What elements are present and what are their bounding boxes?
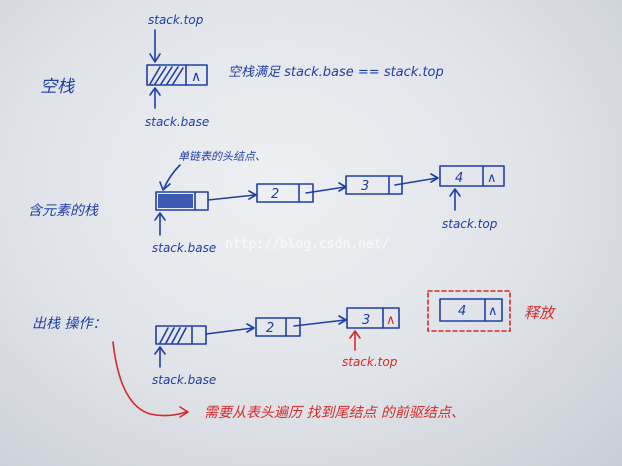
section3-red-curve-head (179, 406, 189, 418)
section2-link-1 (207, 194, 256, 201)
section3-released-note: 释放 (524, 304, 556, 322)
section2-base-arrow-head (154, 212, 166, 221)
section1-top-label: stack.top (148, 13, 204, 27)
section2-node-4 (439, 165, 505, 187)
section2-top-arrow-head (449, 188, 461, 197)
section3-head-node (155, 325, 207, 345)
section2-label: 含元素的栈 (28, 203, 99, 219)
section2-link-1-head (248, 190, 257, 200)
section2-head-node (155, 191, 209, 211)
section2-top-label: stack.top (442, 217, 498, 231)
section3-link-1-head (246, 323, 255, 333)
section3-node-3 (346, 307, 400, 329)
section1-base-label: stack.base (145, 115, 209, 129)
section3-red-curve (112, 341, 187, 417)
section3-top-label: stack.top (342, 355, 398, 369)
section2-node-2-value: 2 (271, 187, 279, 202)
section2-head-note: 单链表的头结点、 (178, 150, 266, 163)
section3-released-node (439, 298, 503, 322)
section3-base-label: stack.base (152, 373, 216, 387)
section3-node-2-value: 2 (266, 321, 274, 336)
section2-note-pointer-head (159, 181, 171, 191)
section3-node-3-value: 3 (362, 313, 370, 328)
section3-link-1 (205, 327, 254, 335)
section3-null-mark: ∧ (386, 313, 396, 328)
section3-released-null: ∧ (488, 304, 498, 319)
section3-released-frame (427, 290, 511, 332)
section3-link-2 (293, 319, 346, 327)
section1-top-arrow-head (149, 53, 161, 63)
section3-bottom-note: 需要从表头遍历 找到尾结点 的前驱结点、 (204, 405, 465, 421)
section2-base-label: stack.base (152, 241, 216, 255)
section2-null-mark: ∧ (487, 171, 497, 186)
section1-null-mark: ∧ (191, 69, 201, 85)
section3-released-value: 4 (458, 304, 466, 319)
section2-link-3-head (430, 173, 439, 183)
section3-base-arrow-head (154, 346, 166, 355)
section1-condition: 空栈满足 stack.base == stack.top (228, 65, 444, 80)
section2-node-3 (345, 175, 403, 195)
section2-link-2 (305, 186, 346, 194)
section3-node-2 (255, 317, 301, 337)
section3-top-arrow-head (349, 330, 361, 339)
watermark: http://blog.csdn.net/ (225, 237, 389, 252)
section2-node-2 (256, 183, 314, 203)
section2-link-3 (394, 177, 438, 186)
section2-node-3-value: 3 (361, 179, 369, 194)
section1-label: 空栈 (40, 77, 75, 97)
section3-label: 出栈 操作： (32, 316, 106, 332)
section2-node-4-value: 4 (455, 171, 463, 186)
section2-note-pointer (163, 164, 181, 189)
section1-head-node (146, 64, 208, 86)
section3-link-2-head (338, 315, 347, 325)
section1-base-arrow-head (149, 87, 161, 96)
